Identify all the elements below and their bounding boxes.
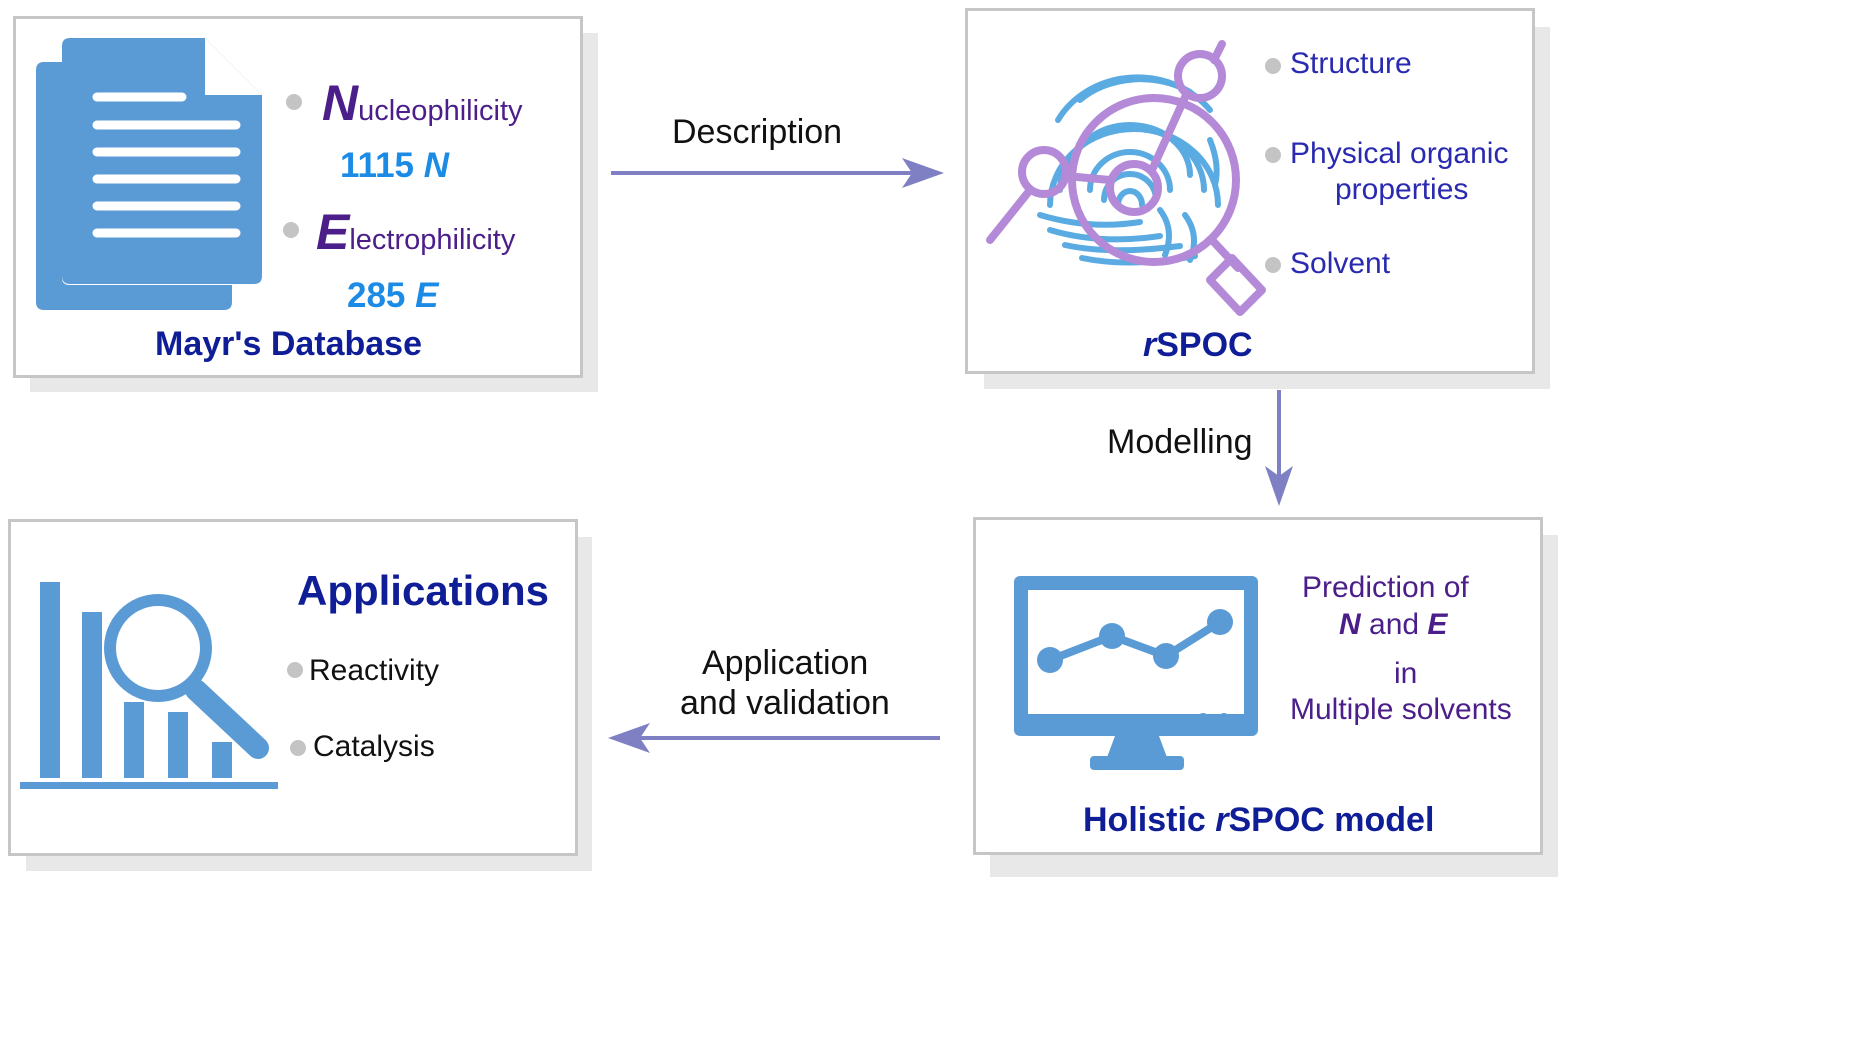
modelling-label: Modelling (1107, 423, 1253, 461)
model-title: Holistic rSPOC model (1083, 801, 1435, 839)
structure-bullet (1265, 58, 1281, 74)
description-label: Description (672, 113, 843, 151)
item-catalysis: Catalysis (313, 730, 435, 763)
applications-box (8, 519, 578, 856)
database-title: Mayr's Database (155, 325, 423, 363)
applications-title: Applications (297, 567, 550, 614)
reactivity-bullet (287, 662, 303, 678)
electrophilicity-bullet (283, 222, 299, 238)
prediction-line3: in (1394, 657, 1418, 690)
electrophilicity-label: Electrophilicity (316, 204, 516, 260)
rspoc-title: rSPOC (1143, 326, 1253, 364)
nucleophilicity-bullet (286, 94, 302, 110)
nucleophile-count: 1115 N (340, 146, 450, 185)
feature-properties: properties (1335, 173, 1469, 206)
physical-organic-bullet (1265, 147, 1281, 163)
catalysis-bullet (290, 740, 306, 756)
feature-solvent: Solvent (1290, 247, 1391, 280)
nucleophilicity-label: Nucleophilicity (322, 75, 523, 131)
solvent-bullet (1265, 257, 1281, 273)
prediction-line2: N and E (1339, 608, 1448, 641)
electrophile-count: 285 E (347, 276, 439, 315)
item-reactivity: Reactivity (309, 654, 440, 687)
prediction-line1: Prediction of (1302, 571, 1469, 604)
feature-physical-organic: Physical organic (1290, 137, 1509, 170)
application-label-line1: Application (702, 644, 869, 682)
application-label-line2: and validation (680, 684, 890, 722)
prediction-line4: Multiple solvents (1290, 693, 1512, 726)
feature-structure: Structure (1290, 47, 1412, 80)
